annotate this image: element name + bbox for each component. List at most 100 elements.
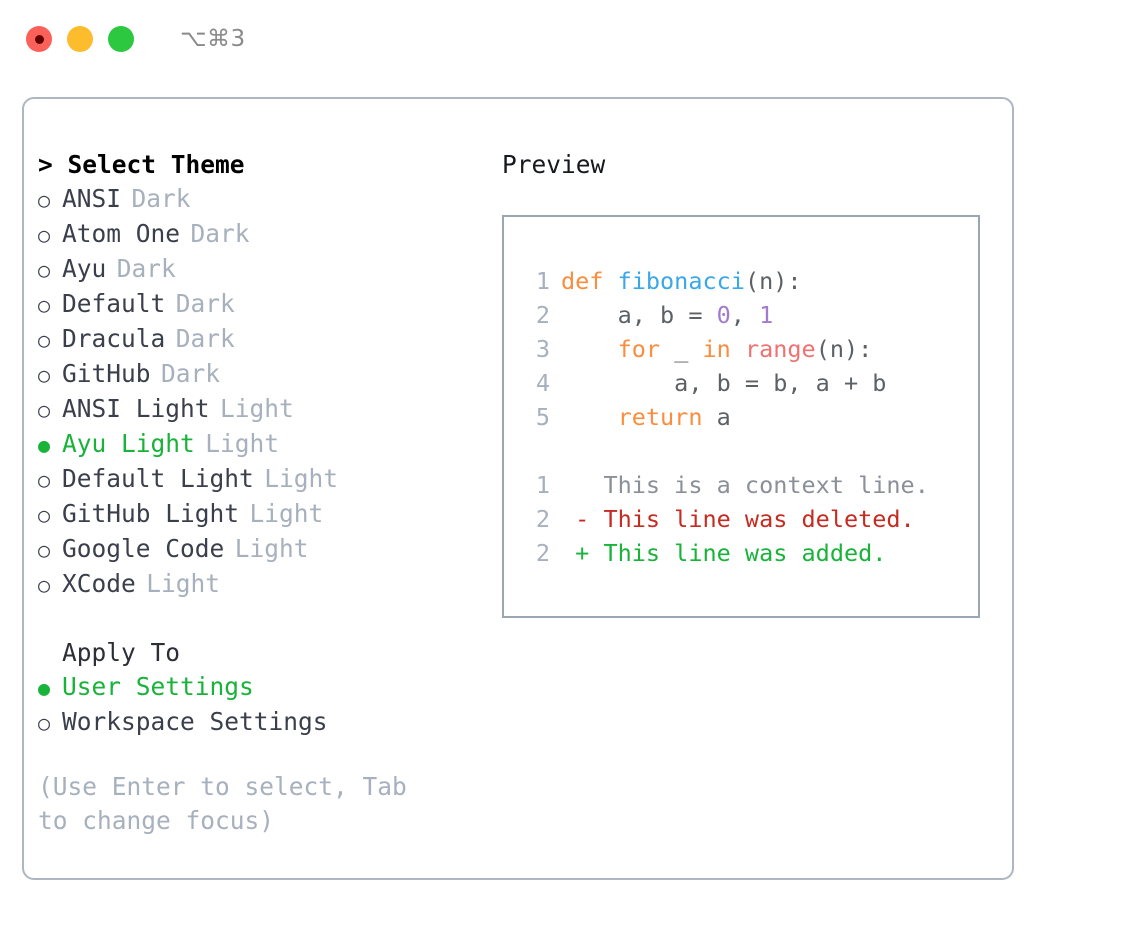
- token-kw: return: [617, 403, 703, 431]
- theme-option-label: Dracula: [62, 324, 166, 353]
- apply-to-option-workspace-settings[interactable]: ○Workspace Settings: [38, 705, 498, 740]
- preview-column: Preview 1 def fibonacci(n): 2 a, b = 0, 1 3…: [502, 148, 1002, 618]
- theme-variant-tag: Dark: [190, 219, 250, 248]
- preview-title: Preview: [502, 150, 606, 179]
- radio-unselected-icon: ○: [38, 573, 51, 597]
- radio-unselected-icon: ○: [38, 468, 51, 492]
- token-kw: def: [561, 267, 618, 295]
- spacer: [38, 602, 498, 636]
- theme-option-default-light[interactable]: ○ Default Light Light: [38, 462, 498, 497]
- title-bar: ⌥⌘3: [0, 0, 1140, 78]
- token-txt: a, b =: [561, 301, 717, 329]
- close-window-button[interactable]: [26, 26, 52, 52]
- minimize-window-button[interactable]: [67, 26, 93, 52]
- theme-option-xcode[interactable]: ○ XCode Light: [38, 567, 498, 602]
- token-txt: _: [660, 335, 703, 363]
- theme-option-label: Ayu: [62, 254, 107, 283]
- diff-line-ctx: 1 This is a context line.: [520, 468, 978, 502]
- token-txt: [561, 335, 618, 363]
- radio-unselected-icon: ○: [38, 258, 51, 282]
- line-number: 1: [535, 471, 550, 499]
- line-number: 2: [535, 505, 550, 533]
- diff-line-del: 2 - This line was deleted.: [520, 502, 978, 536]
- diff-text: This is a context line.: [561, 471, 929, 499]
- theme-option-ayu[interactable]: ○ Ayu Dark: [38, 252, 498, 287]
- code-line: 4 a, b = b, a + b: [520, 366, 978, 400]
- window-shortcut-label: ⌥⌘3: [180, 26, 246, 52]
- radio-unselected-icon: ○: [38, 538, 51, 562]
- code-text: def fibonacci(n):: [561, 264, 802, 298]
- line-number: 1: [535, 267, 550, 295]
- token-txt: ,: [730, 301, 760, 329]
- theme-variant-tag: Dark: [175, 324, 235, 353]
- diff-sample: 1 This is a context line.2 - This line w…: [520, 468, 978, 570]
- radio-selected-icon: ●: [38, 433, 51, 457]
- apply-to-header: Apply To: [62, 638, 181, 667]
- radio-selected-icon: ●: [38, 676, 51, 700]
- token-kw: for: [617, 335, 661, 363]
- theme-variant-tag: Light: [205, 429, 280, 458]
- theme-variant-tag: Dark: [131, 184, 191, 213]
- line-number: 3: [535, 335, 550, 363]
- token-txt: a, b = b, a + b: [561, 369, 887, 397]
- theme-option-label: GitHub: [62, 359, 151, 388]
- radio-unselected-icon: ○: [38, 398, 51, 422]
- theme-option-label: Atom One: [62, 219, 181, 248]
- token-num: 1: [759, 301, 774, 329]
- diff-text: + This line was added.: [561, 539, 887, 567]
- token-txt: [731, 335, 745, 363]
- record-dot-icon: [34, 34, 44, 44]
- code-text: a, b = 0, 1: [561, 298, 774, 332]
- token-txt: a: [702, 403, 731, 431]
- theme-option-label: Default: [62, 289, 166, 318]
- traffic-lights: [26, 26, 134, 52]
- code-line: 1 def fibonacci(n):: [520, 264, 978, 298]
- theme-variant-tag: Light: [249, 499, 324, 528]
- diff-text: - This line was deleted.: [561, 505, 915, 533]
- code-line: 5 return a: [520, 400, 978, 434]
- theme-variant-tag: Light: [146, 569, 221, 598]
- line-number: 2: [535, 539, 550, 567]
- apply-to-option-user-settings[interactable]: ●User Settings: [38, 670, 498, 705]
- theme-option-github-light[interactable]: ○ GitHub Light Light: [38, 497, 498, 532]
- line-number: 4: [535, 369, 550, 397]
- spacer: [520, 434, 978, 468]
- token-txt: [561, 403, 618, 431]
- apply-to-list[interactable]: ●User Settings○Workspace Settings: [38, 670, 498, 740]
- theme-option-label: Default Light: [62, 464, 254, 493]
- token-kw: in: [702, 335, 731, 363]
- theme-variant-tag: Dark: [161, 359, 221, 388]
- theme-variant-tag: Dark: [116, 254, 176, 283]
- token-txt: (n):: [744, 267, 802, 295]
- theme-variant-tag: Light: [234, 534, 309, 563]
- code-text: return a: [561, 400, 731, 434]
- theme-option-label: ANSI: [62, 184, 122, 213]
- maximize-window-button[interactable]: [108, 26, 134, 52]
- theme-option-label: Google Code: [62, 534, 225, 563]
- radio-unselected-icon: ○: [38, 503, 51, 527]
- theme-variant-tag: Light: [264, 464, 339, 493]
- select-theme-header: > Select Theme: [38, 150, 245, 179]
- code-text: a, b = b, a + b: [561, 366, 886, 400]
- apply-to-option-label: Workspace Settings: [62, 707, 328, 736]
- theme-option-google-code[interactable]: ○ Google Code Light: [38, 532, 498, 567]
- theme-variant-tag: Light: [220, 394, 294, 423]
- theme-variant-tag: Dark: [175, 289, 235, 318]
- keyboard-hint: (Use Enter to select, Tab to change focu…: [38, 772, 422, 835]
- theme-option-label: XCode: [62, 569, 136, 598]
- theme-option-label: GitHub Light: [62, 499, 240, 528]
- diff-line-add: 2 + This line was added.: [520, 536, 978, 570]
- token-num: 0: [716, 301, 731, 329]
- token-txt: (n):: [815, 335, 873, 363]
